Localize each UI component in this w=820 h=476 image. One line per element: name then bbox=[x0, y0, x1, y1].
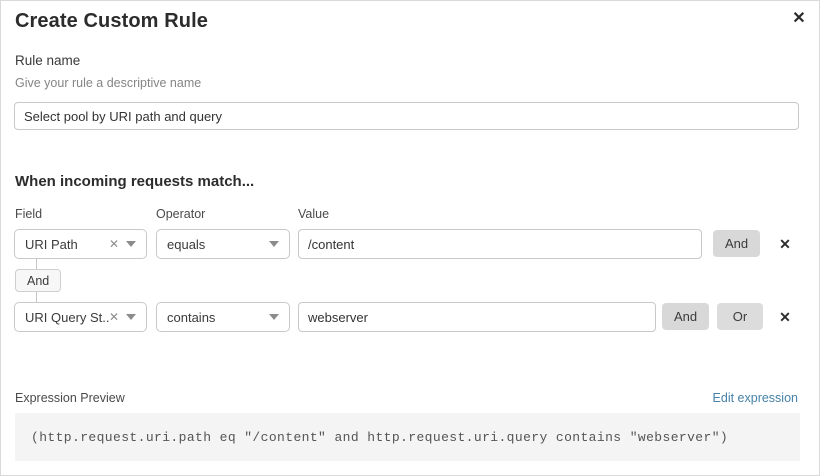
rule-name-hint: Give your rule a descriptive name bbox=[15, 76, 202, 90]
operator-select-value-0: equals bbox=[167, 236, 206, 252]
close-icon[interactable]: ✕ bbox=[788, 8, 810, 30]
operator-select-1[interactable]: contains bbox=[156, 302, 290, 332]
operator-select-value-1: contains bbox=[167, 309, 216, 325]
row-or-button-1[interactable]: Or bbox=[717, 303, 763, 330]
chevron-down-icon bbox=[269, 314, 279, 320]
field-select-1[interactable]: URI Query St... ✕ bbox=[14, 302, 147, 332]
chevron-down-icon bbox=[126, 241, 136, 247]
chevron-down-icon bbox=[126, 314, 136, 320]
rule-name-label: Rule name bbox=[15, 53, 81, 68]
column-header-value: Value bbox=[298, 207, 330, 221]
rule-name-input[interactable] bbox=[14, 102, 799, 130]
delete-condition-icon-1[interactable]: ✕ bbox=[775, 307, 795, 327]
conditions-section-heading: When incoming requests match... bbox=[15, 173, 255, 190]
connector-line-bottom bbox=[36, 292, 37, 302]
field-select-value-1: URI Query St... bbox=[25, 309, 109, 325]
row-and-button-1[interactable]: And bbox=[662, 303, 710, 330]
clear-icon[interactable]: ✕ bbox=[108, 310, 119, 324]
delete-condition-icon-0[interactable]: ✕ bbox=[775, 234, 795, 254]
clear-icon[interactable]: ✕ bbox=[108, 237, 119, 251]
expression-preview-text: (http.request.uri.path eq "/content" and… bbox=[31, 429, 729, 445]
field-select-0[interactable]: URI Path ✕ bbox=[14, 229, 147, 259]
connector-line-top bbox=[36, 259, 37, 269]
edit-expression-link[interactable]: Edit expression bbox=[712, 391, 798, 405]
column-header-operator: Operator bbox=[156, 207, 206, 221]
value-input-1[interactable] bbox=[298, 302, 656, 332]
logic-connector-badge[interactable]: And bbox=[15, 269, 62, 292]
row-and-button-0[interactable]: And bbox=[713, 230, 761, 257]
expression-preview-label: Expression Preview bbox=[15, 391, 125, 405]
dialog-title: Create Custom Rule bbox=[15, 10, 208, 32]
value-input-0[interactable] bbox=[298, 229, 702, 259]
expression-preview-box: (http.request.uri.path eq "/content" and… bbox=[15, 413, 800, 461]
operator-select-0[interactable]: equals bbox=[156, 229, 290, 259]
field-select-value-0: URI Path bbox=[25, 236, 78, 252]
chevron-down-icon bbox=[269, 241, 279, 247]
column-header-field: Field bbox=[15, 207, 43, 221]
